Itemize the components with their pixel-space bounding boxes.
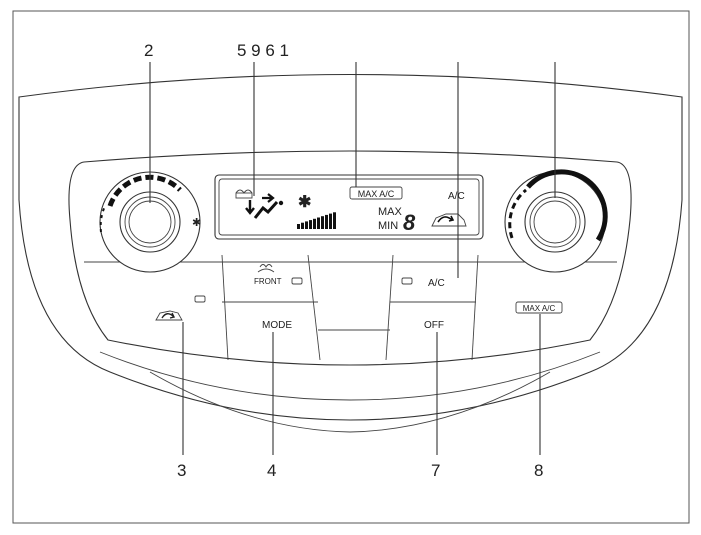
ac-button-label: A/C [428, 278, 445, 289]
rear-defrost-icon [235, 189, 253, 199]
max-ac-indicator-box [349, 186, 403, 200]
fan-level-bar [329, 213, 332, 229]
fan-small-icon: ✱ [192, 217, 201, 229]
max-indicator: MAX [378, 206, 403, 218]
mode-button-label: MODE [262, 320, 292, 331]
air-recirculation-icon [155, 310, 183, 321]
left-knob-scale [107, 174, 182, 207]
callout-7: 7 [431, 461, 440, 480]
right-knob-scale-cold [508, 188, 527, 239]
callout-8: 8 [534, 461, 543, 480]
fan-level-bar [317, 217, 320, 229]
console-lower-curve [99, 351, 601, 401]
figure-frame [12, 10, 690, 524]
callout-2: 2 [144, 41, 153, 60]
max-ac-indicator: MAX A/C [358, 189, 395, 199]
ac-button[interactable] [392, 256, 476, 300]
fan-level-bar [301, 222, 304, 229]
air-recirculation-button[interactable] [155, 295, 206, 321]
mode-button[interactable] [226, 304, 316, 356]
display-inner [218, 178, 480, 236]
console-lip-curve [149, 371, 551, 433]
fan-level-bar [309, 220, 312, 229]
right-knob-center [533, 200, 577, 244]
front-defrost-button[interactable] [224, 256, 312, 300]
left-knob-scale-low [99, 205, 106, 233]
fan-level-bar [321, 216, 324, 229]
temperature-digit: 8 [403, 210, 416, 235]
callout-5961: 5 9 6 1 [237, 41, 289, 60]
fan-level-bar [305, 221, 308, 229]
right-knob-scale-hot [526, 169, 608, 242]
fan-level-bar [325, 214, 328, 229]
callout-3: 3 [177, 461, 186, 480]
ac-indicator: A/C [448, 191, 465, 202]
off-button-label: OFF [424, 320, 444, 331]
btn-sep-mid-right [385, 254, 394, 361]
front-defrost-label: FRONT [254, 277, 282, 286]
max-ac-button-label: MAX A/C [523, 304, 556, 313]
front-indicator-led [291, 277, 303, 285]
fan-icon: ✱ [298, 194, 311, 211]
left-knob[interactable]: ✱ [99, 171, 201, 273]
off-button[interactable] [389, 304, 473, 356]
btn-sep-right [471, 254, 479, 361]
fan-level-bar [297, 224, 300, 229]
recirculation-led [194, 295, 206, 303]
right-knob[interactable] [504, 169, 608, 273]
callout-4: 4 [267, 461, 276, 480]
btn-sep-mid-left [307, 254, 321, 361]
fan-level-bar [333, 212, 336, 229]
btn-sep-left [221, 254, 229, 361]
ac-indicator-led [401, 277, 413, 285]
front-defrost-icon [257, 264, 275, 273]
display-screen [214, 174, 484, 240]
fan-level-icon [297, 212, 336, 229]
control-plate [68, 150, 632, 366]
airflow-icon [245, 193, 284, 219]
max-ac-button-box [515, 301, 563, 314]
fan-level-bar [313, 218, 316, 229]
min-indicator: MIN [378, 220, 398, 232]
